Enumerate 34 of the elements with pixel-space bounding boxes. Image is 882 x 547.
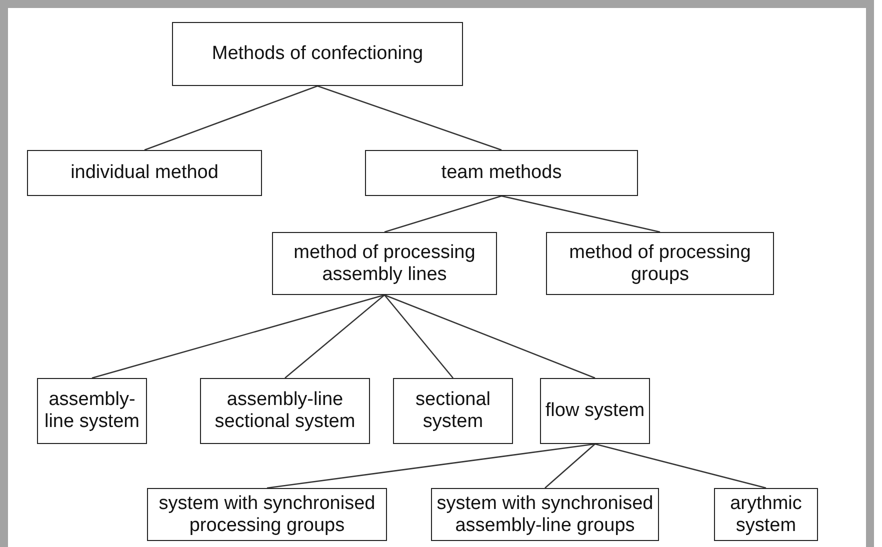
category-box <box>714 488 818 541</box>
box-label: flow system <box>545 400 645 422</box>
connector-line <box>284 294 385 378</box>
connector-line <box>594 443 766 489</box>
connector-line <box>501 195 660 233</box>
box-label: Methods of confectioning <box>212 43 424 65</box>
box-label: assembly-line sectional system <box>214 389 356 433</box>
box-label: method of processing groups <box>568 242 752 286</box>
category-box <box>365 150 638 196</box>
category-box <box>540 378 650 444</box>
connector-line <box>317 85 502 151</box>
category-box <box>200 378 370 444</box>
connector-line <box>384 294 454 378</box>
box-label: system with synchronised processing groups <box>158 492 376 536</box>
box-label: method of processing assembly lines <box>292 242 476 286</box>
box-label: individual method <box>70 162 218 184</box>
category-box <box>27 150 262 196</box>
connector-line <box>266 443 596 489</box>
category-box <box>393 378 513 444</box>
category-box <box>37 378 147 444</box>
box-label: arythmic system <box>729 492 803 536</box>
box-label: team methods <box>441 162 562 184</box>
connector-line <box>384 195 502 233</box>
category-box <box>272 232 497 295</box>
box-label: assembly-line system <box>43 389 141 433</box>
box-label: system with synchronised assembly-line groups <box>436 492 654 536</box>
connector-line <box>92 294 385 379</box>
category-box <box>172 22 463 86</box>
connector-line <box>384 294 596 379</box>
connector-line <box>144 85 318 151</box>
box-label: sectional system <box>414 389 492 433</box>
category-box <box>147 488 387 541</box>
category-box <box>546 232 774 295</box>
connector-line <box>544 444 596 488</box>
